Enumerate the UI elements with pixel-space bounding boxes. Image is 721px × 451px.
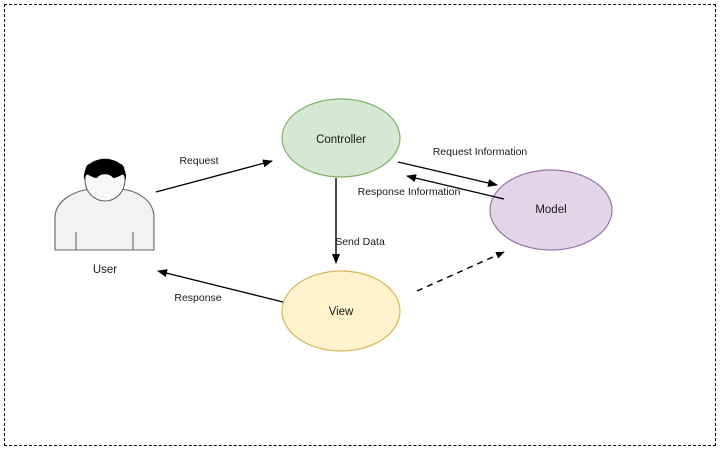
user-person-icon[interactable] [54,158,155,251]
edge-request-information-line [397,161,498,187]
node-view[interactable] [281,270,401,352]
node-model[interactable] [489,169,613,251]
edge-request-line [155,159,273,193]
page-border [4,4,716,446]
actor-label-user: User [92,264,118,276]
edge-view-model-dashed-line [416,251,505,292]
edge-response-information-line [406,174,505,200]
node-controller[interactable] [281,98,401,178]
edge-response-line [157,269,284,303]
